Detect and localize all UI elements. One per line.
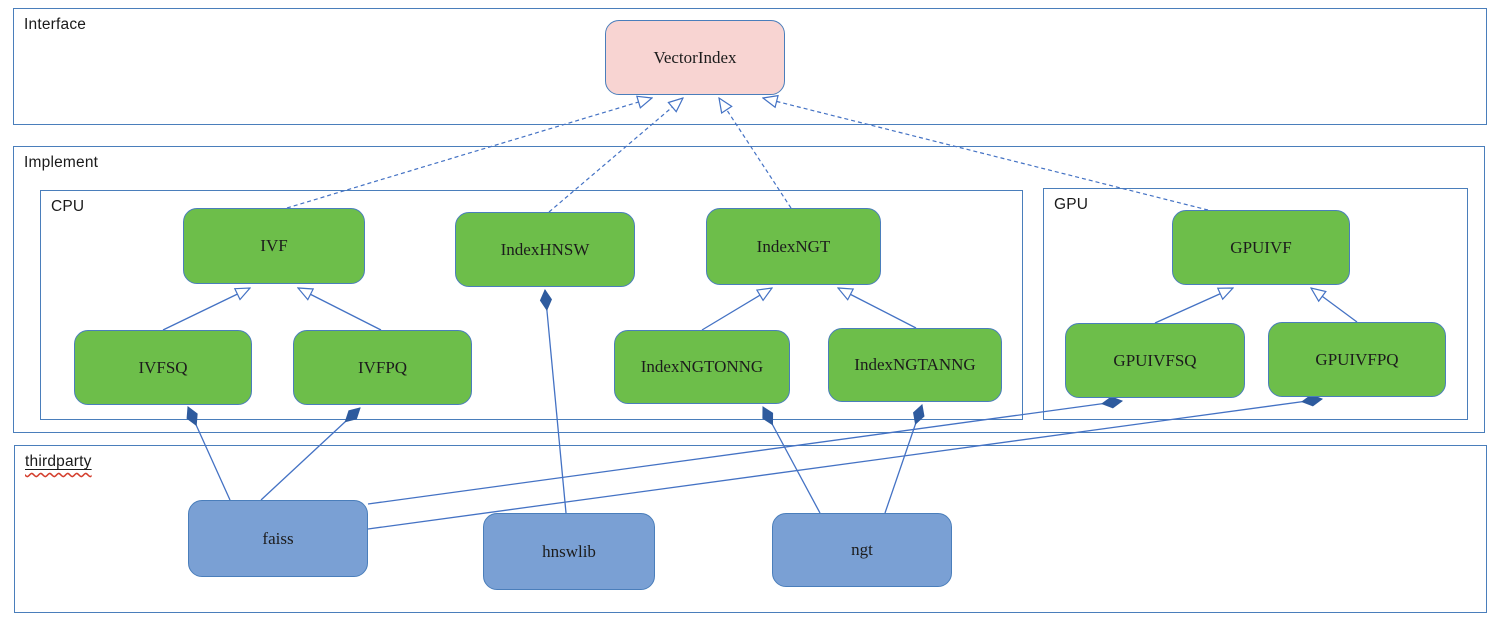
node-label: IndexNGTANNG — [854, 355, 976, 374]
node-label: GPUIVFSQ — [1113, 350, 1197, 370]
node-ivfsq: IVFSQ — [74, 330, 252, 405]
node-label: hnswlib — [542, 541, 596, 561]
node-label: IVF — [260, 236, 288, 255]
node-label: GPUIVFPQ — [1315, 349, 1399, 369]
misspelled-word: thirdparty — [25, 453, 92, 470]
node-indexngtonng: IndexNGTONNG — [614, 330, 790, 404]
section-label-gpu: GPU — [1054, 196, 1089, 213]
section-label-cpu: CPU — [51, 198, 85, 215]
node-vectorindex: VectorIndex — [605, 20, 785, 95]
node-label: faiss — [262, 528, 294, 548]
node-label: IndexNGT — [756, 236, 831, 256]
node-label: IndexNGTONNG — [640, 357, 764, 376]
node-label: IndexHNSW — [500, 239, 590, 259]
node-ivf: IVF — [183, 208, 365, 284]
node-ngt: ngt — [772, 513, 952, 587]
node-label: IVFPQ — [357, 357, 408, 377]
node-ivfpq: IVFPQ — [293, 330, 472, 405]
node-label: VectorIndex — [653, 47, 737, 67]
node-hnswlib: hnswlib — [483, 513, 655, 590]
section-label-implement: Implement — [24, 154, 99, 171]
section-label-interface: Interface — [24, 16, 87, 33]
node-gpuivf: GPUIVF — [1172, 210, 1350, 285]
node-indexngt: IndexNGT — [706, 208, 881, 285]
node-gpuivfsq: GPUIVFSQ — [1065, 323, 1245, 398]
section-label-thirdparty: thirdparty — [25, 453, 92, 471]
node-label: ngt — [851, 540, 873, 559]
node-gpuivfpq: GPUIVFPQ — [1268, 322, 1446, 397]
node-faiss: faiss — [188, 500, 368, 577]
node-indexngtanng: IndexNGTANNG — [828, 328, 1002, 402]
node-indexhnsw: IndexHNSW — [455, 212, 635, 287]
node-label: IVFSQ — [138, 357, 188, 377]
node-label: GPUIVF — [1230, 237, 1292, 257]
